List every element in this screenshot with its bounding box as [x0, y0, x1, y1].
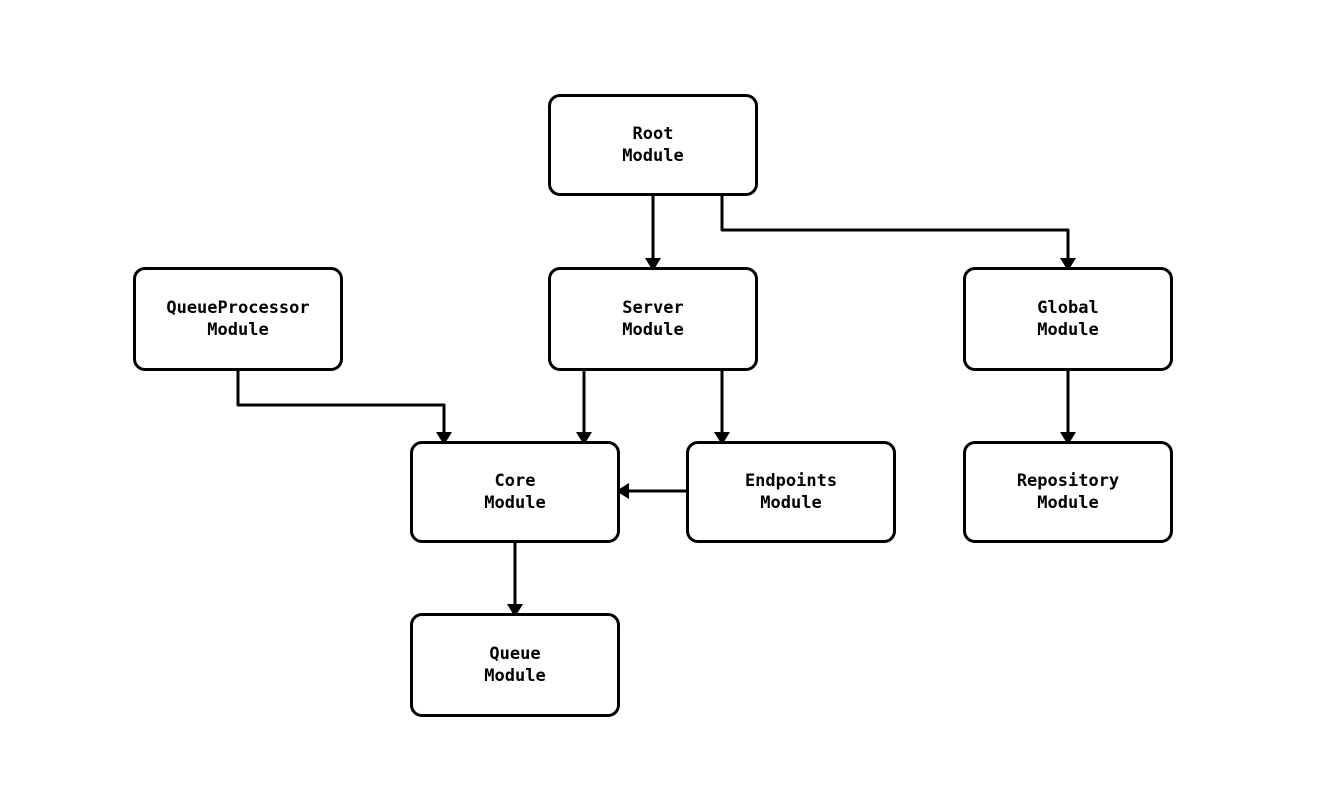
edge-root-to-global — [720, 196, 1070, 258]
node-repository-module-label: Repository Module — [1016, 471, 1120, 513]
node-core-module[interactable]: Core Module — [410, 441, 620, 543]
node-core-module-label: Core Module — [484, 471, 546, 513]
node-queueprocessor-module-label: QueueProcessor Module — [166, 298, 310, 340]
node-global-module[interactable]: Global Module — [963, 267, 1173, 371]
node-endpoints-module-label: Endpoints Module — [744, 471, 838, 513]
node-server-module[interactable]: Server Module — [548, 267, 758, 371]
node-root-module[interactable]: Root Module — [548, 94, 758, 196]
node-queueprocessor-module[interactable]: QueueProcessor Module — [133, 267, 343, 371]
node-queue-module[interactable]: Queue Module — [410, 613, 620, 717]
node-repository-module[interactable]: Repository Module — [963, 441, 1173, 543]
edges-group — [236, 196, 1076, 617]
edge-queueprocessor-to-core — [236, 371, 446, 432]
node-endpoints-module[interactable]: Endpoints Module — [686, 441, 896, 543]
node-global-module-label: Global Module — [1037, 298, 1099, 340]
node-queue-module-label: Queue Module — [484, 644, 546, 686]
node-server-module-label: Server Module — [622, 298, 684, 340]
node-root-module-label: Root Module — [622, 124, 684, 166]
